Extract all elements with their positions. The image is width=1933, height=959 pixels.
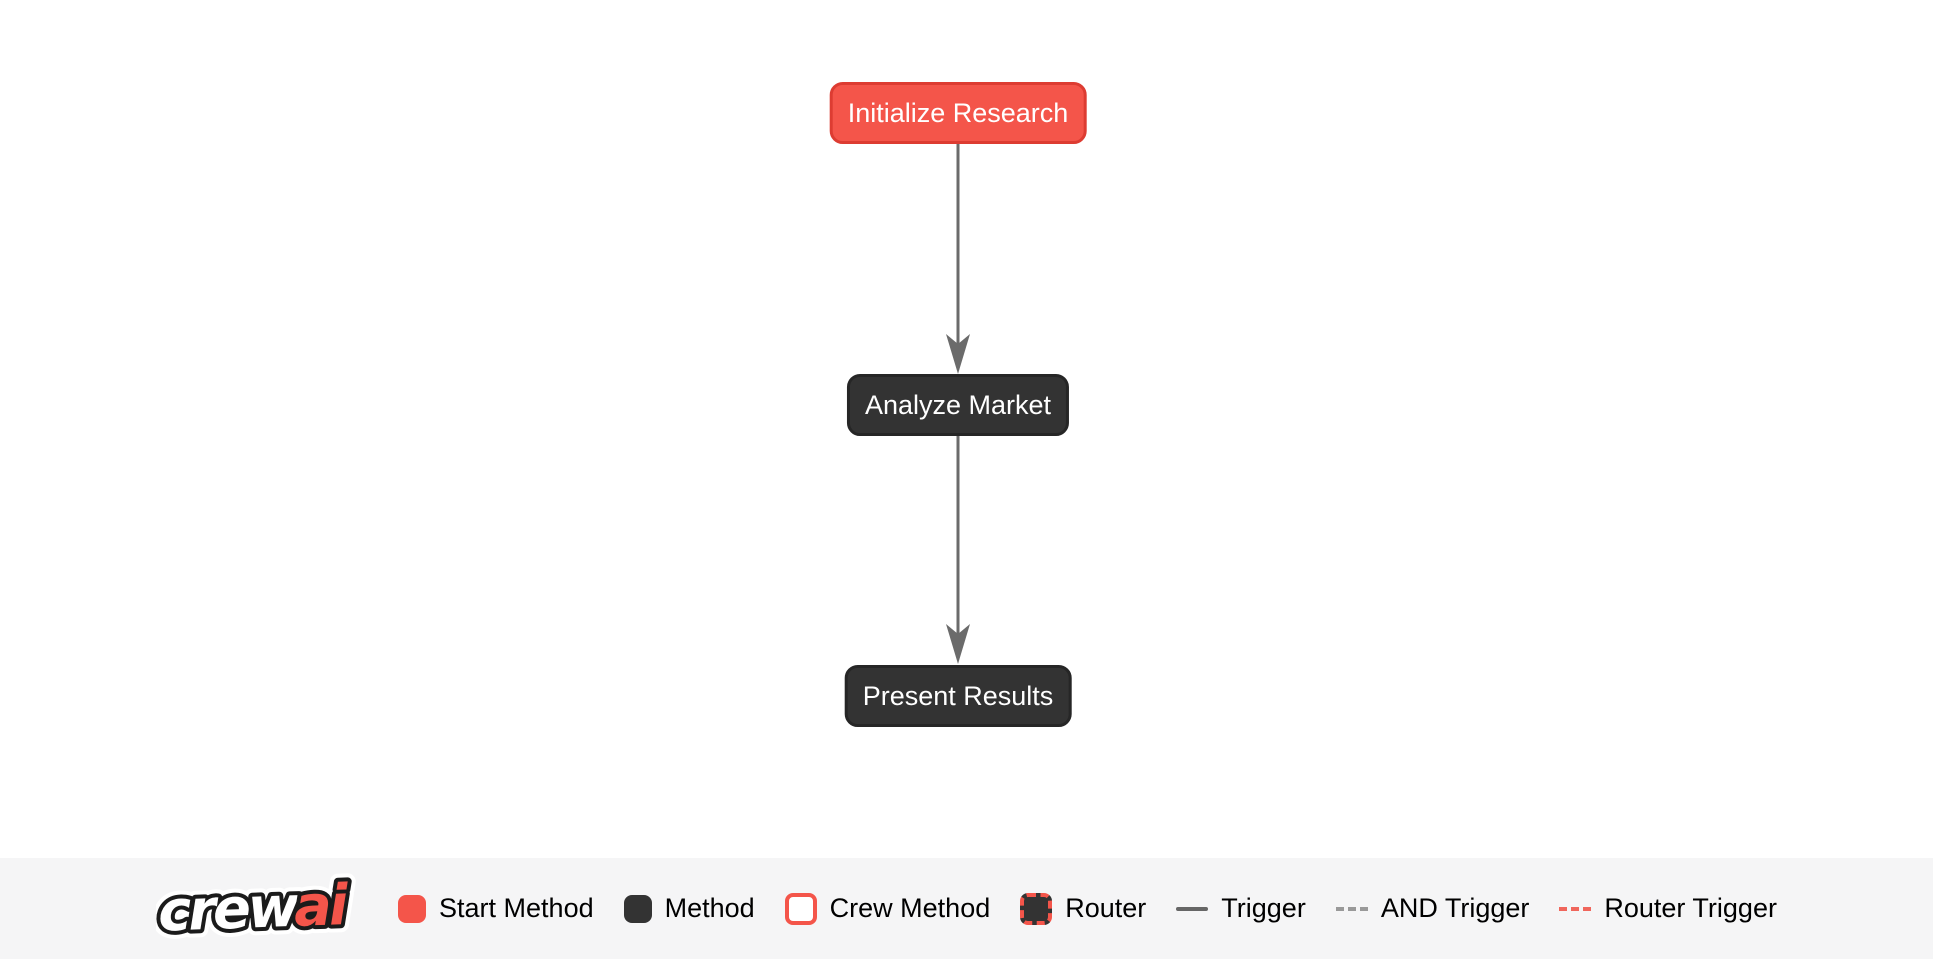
crew-method-swatch-icon bbox=[784, 892, 817, 925]
legend-label: Crew Method bbox=[829, 893, 991, 923]
legend-label: AND Trigger bbox=[1380, 893, 1530, 923]
node-analyze-market[interactable]: Analyze Market bbox=[846, 374, 1070, 436]
flow-canvas[interactable]: Initialize Research Analyze Market Prese… bbox=[0, 0, 1933, 858]
crewai-logo: crew ai crew ai bbox=[156, 867, 358, 951]
logo-crew-text: crew bbox=[157, 874, 301, 944]
node-initialize-research[interactable]: Initialize Research bbox=[829, 82, 1087, 144]
and-trigger-line-icon bbox=[1335, 906, 1368, 911]
arrowhead-icon bbox=[946, 334, 970, 374]
legend-item-crew-method: Crew Method bbox=[784, 892, 991, 925]
legend-label: Router bbox=[1065, 893, 1147, 923]
method-swatch-icon bbox=[623, 894, 652, 923]
arrowhead-icon bbox=[946, 624, 970, 664]
legend-label: Start Method bbox=[439, 893, 594, 923]
legend-label: Router Trigger bbox=[1604, 893, 1777, 923]
legend-item-start-method: Start Method bbox=[398, 893, 594, 924]
legend-item-router: Router bbox=[1020, 892, 1147, 925]
legend-label: Method bbox=[664, 893, 755, 923]
start-method-swatch-icon bbox=[398, 894, 427, 923]
logo-ai-text: ai bbox=[293, 872, 350, 939]
legend-item-trigger: Trigger bbox=[1176, 893, 1306, 924]
legend-label: Trigger bbox=[1221, 893, 1306, 923]
legend-bar: crew ai crew ai Start Method Method Crew… bbox=[0, 858, 1933, 959]
router-trigger-line-icon bbox=[1559, 906, 1592, 911]
legend-item-method: Method bbox=[623, 893, 755, 924]
legend-item-router-trigger: Router Trigger bbox=[1559, 893, 1777, 924]
trigger-line-icon bbox=[1176, 906, 1209, 911]
legend-item-and-trigger: AND Trigger bbox=[1335, 893, 1530, 924]
router-swatch-icon bbox=[1020, 892, 1053, 925]
node-present-results[interactable]: Present Results bbox=[844, 665, 1072, 727]
logo-crew-halo: crew bbox=[157, 874, 301, 944]
flow-edges bbox=[946, 144, 970, 664]
